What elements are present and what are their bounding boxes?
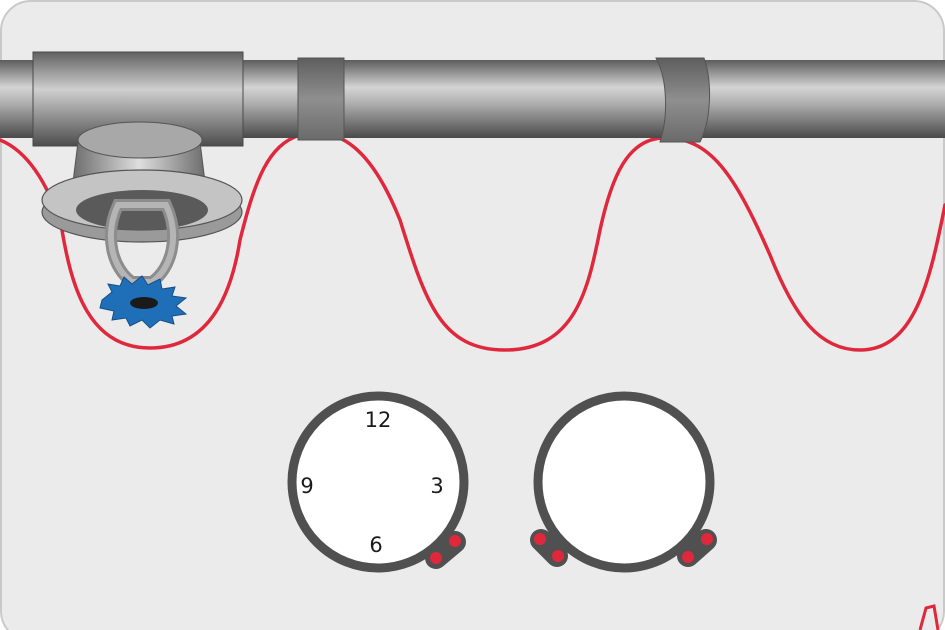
- pipe-clock-position-icon: 12 3 6 9: [287, 391, 469, 573]
- cable-clamp-left: [530, 529, 568, 567]
- clock-face-right: [533, 391, 715, 573]
- pipe-strap: [297, 57, 345, 141]
- heat-trace-cable-tail: [918, 604, 940, 630]
- cable-clamp-right: [425, 531, 466, 569]
- sprinkler-head-icon: [41, 121, 243, 329]
- clock-label-6: 6: [369, 533, 382, 557]
- heat-trace-cable: [0, 131, 945, 352]
- pipe-clock-position-icon: [530, 391, 717, 573]
- clock-face-left: [287, 391, 469, 573]
- pipe-strap: [655, 57, 711, 143]
- cable-clamp-right: [677, 529, 717, 567]
- clock-label-12: 12: [365, 408, 392, 432]
- clock-label-3: 3: [430, 474, 443, 498]
- clock-label-9: 9: [300, 474, 313, 498]
